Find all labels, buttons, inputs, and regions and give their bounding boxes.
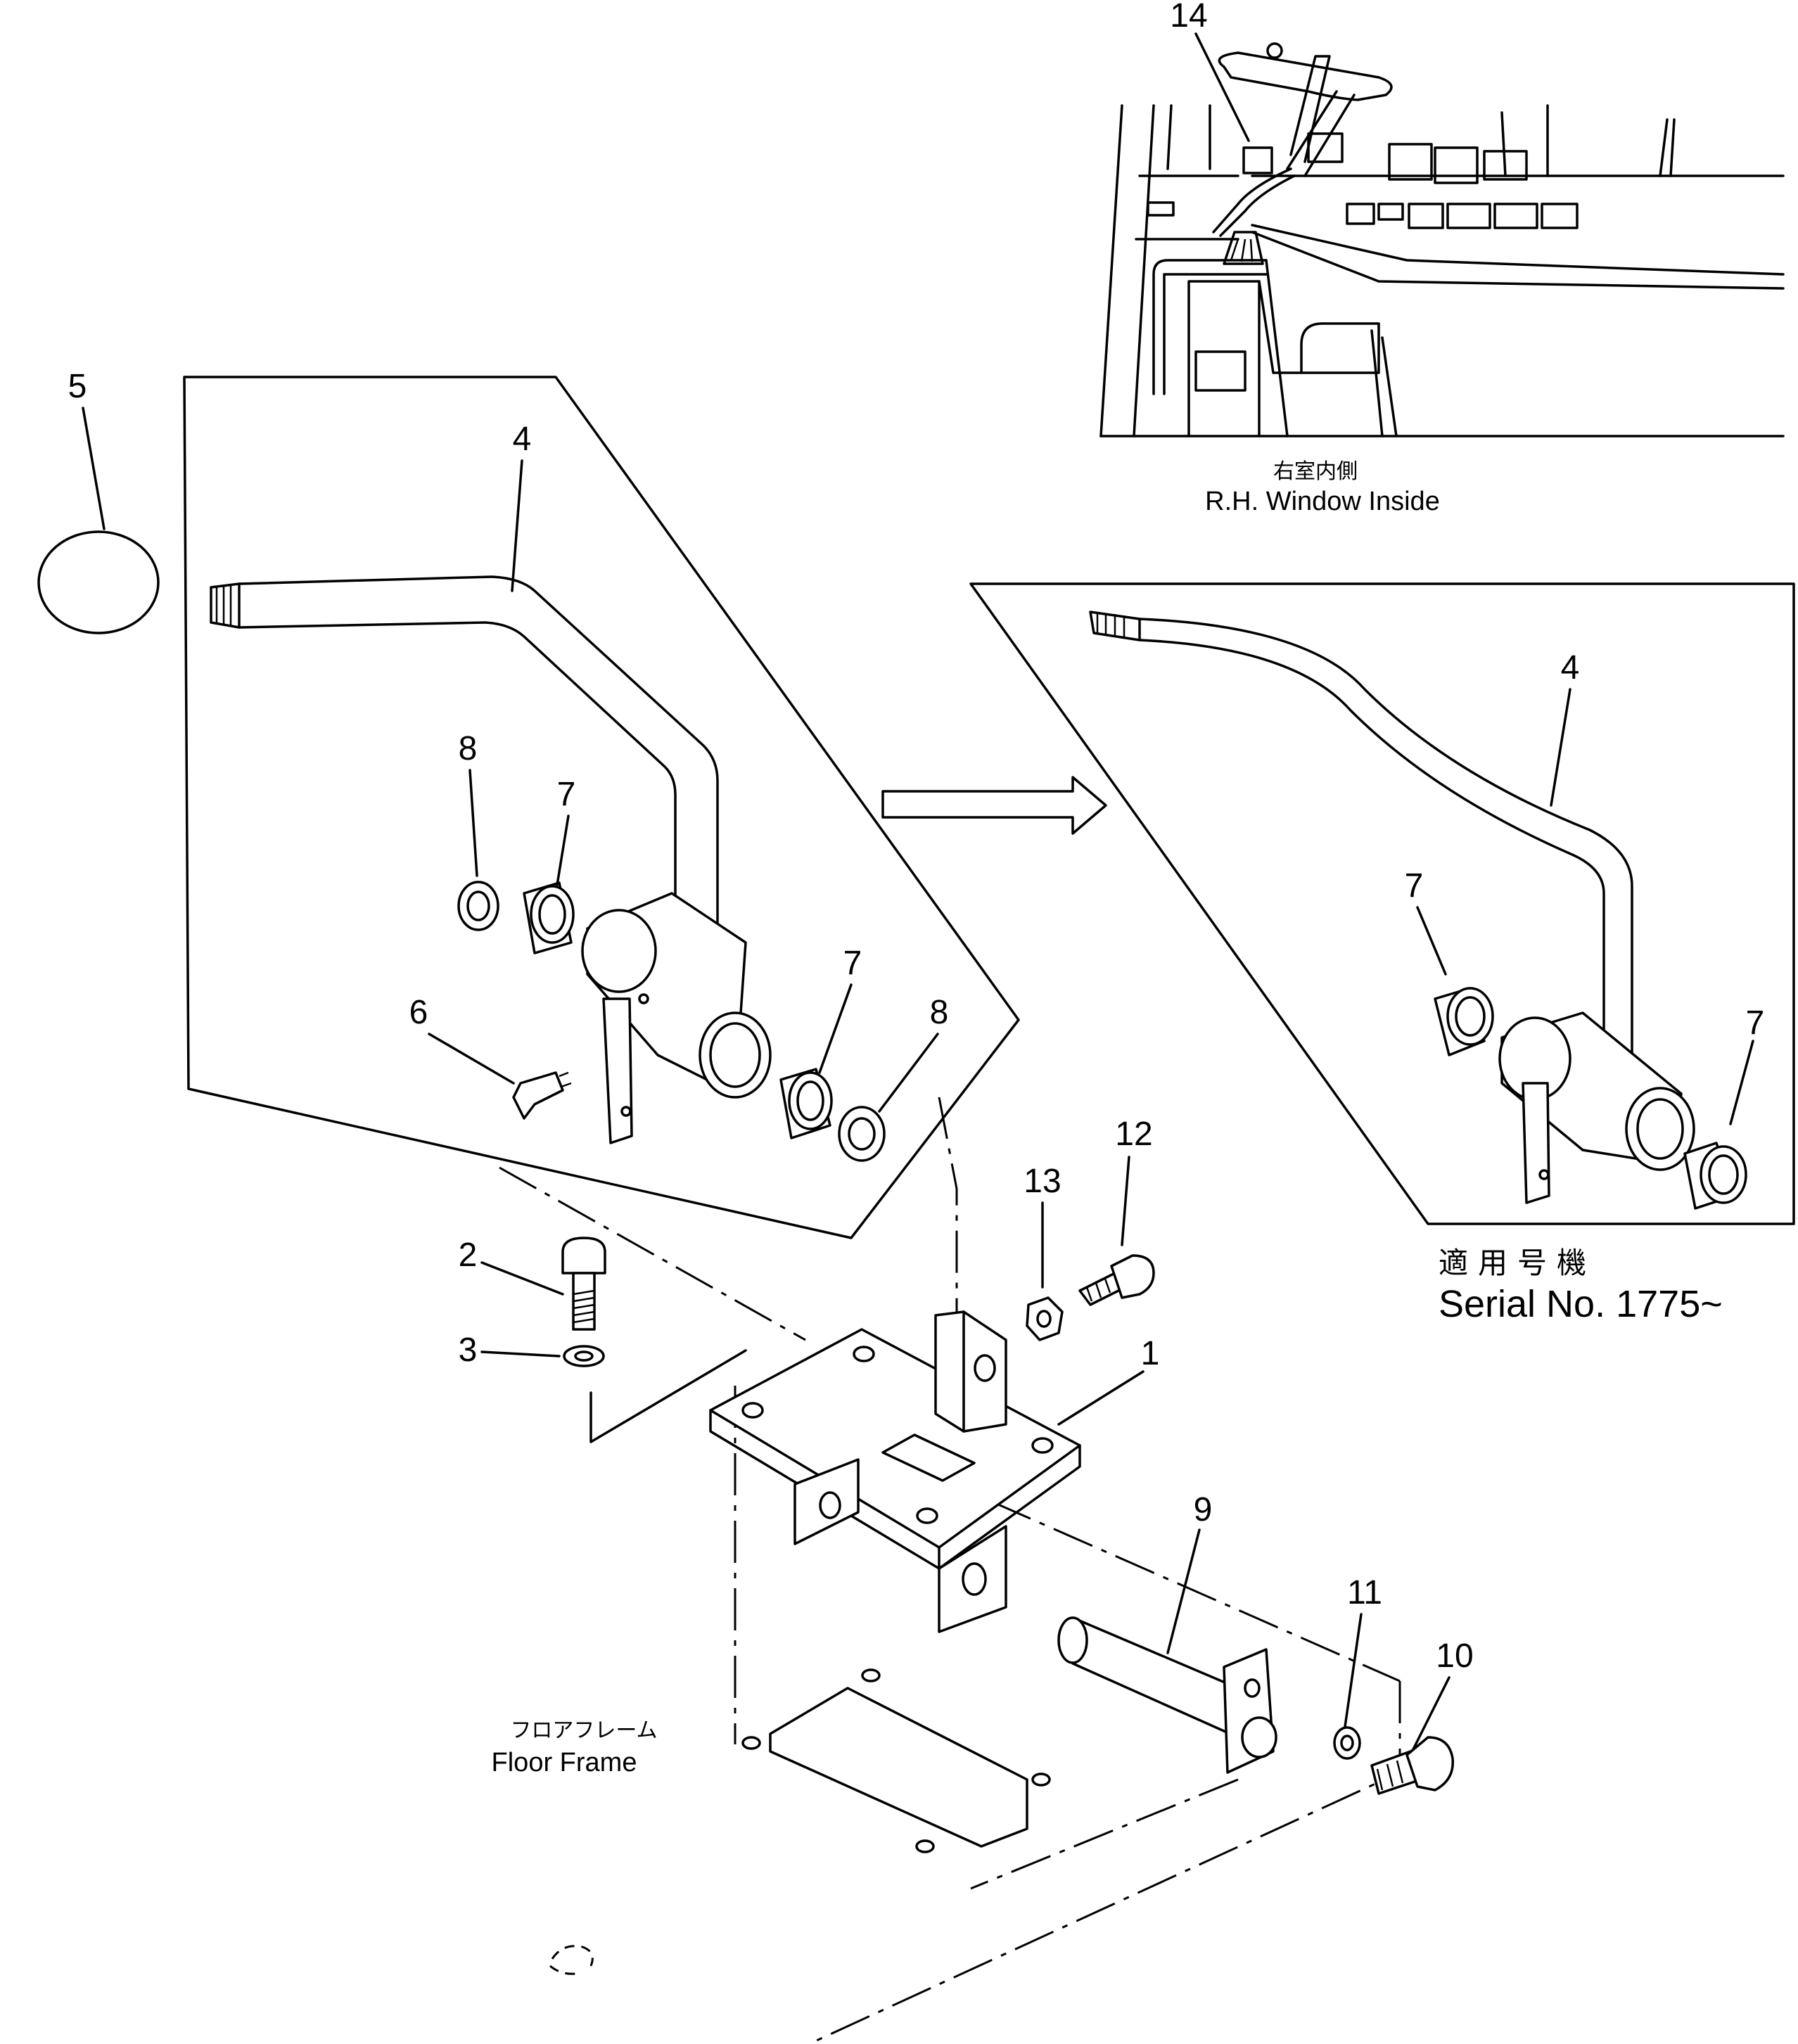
cab-caption-en: R.H. Window Inside (1205, 487, 1440, 516)
serial-label-en: Serial No. 1775~ (1439, 1283, 1723, 1325)
bracket-plate-part-1 (709, 1328, 1081, 1549)
callout-4a: 4 (513, 421, 532, 458)
washer-part-11 (1333, 1726, 1361, 1760)
callout-11: 11 (1347, 1574, 1382, 1611)
callout-2: 2 (459, 1237, 478, 1274)
callout-14: 14 (1170, 0, 1207, 34)
callout-7c: 7 (1405, 867, 1424, 905)
lever-detail-box: 5 4 8 7 6 7 (37, 368, 1020, 1239)
callout-12: 12 (1115, 1116, 1152, 1153)
bushing-part-7b (788, 1071, 833, 1130)
serial-inset: 4 7 7 適用号機 Serial No. 1775~ (969, 582, 1795, 1325)
grease-fitting-part-6 (512, 1071, 564, 1120)
floor-label-en: Floor Frame (492, 1748, 637, 1777)
bolt-part-2 (561, 1237, 606, 1275)
callout-13: 13 (1024, 1163, 1061, 1200)
nut-part-13 (1026, 1296, 1064, 1341)
callout-8a: 8 (459, 730, 478, 767)
callout-8b: 8 (930, 994, 949, 1031)
pin-part-9 (1071, 1616, 1239, 1739)
callout-4b: 4 (1561, 649, 1580, 686)
washer-part-8b (838, 1106, 886, 1162)
washer-part-8a (457, 881, 499, 931)
washer-part-3 (563, 1345, 605, 1367)
callout-10: 10 (1436, 1637, 1473, 1675)
bushing-part-7c (1446, 987, 1494, 1046)
callout-9: 9 (1194, 1491, 1213, 1528)
bushing-part-7d (1700, 1145, 1747, 1204)
floor-label-jp: フロアフレーム (510, 1719, 657, 1742)
serial-label-jp: 適用号機 (1439, 1246, 1596, 1279)
cab-interior-inset: 右室内側 R.H. Window Inside 14 (1099, 0, 1785, 516)
knob-part-5 (37, 530, 160, 634)
callout-7a: 7 (557, 776, 576, 813)
callout-5: 5 (68, 368, 87, 405)
callout-6: 6 (409, 994, 428, 1031)
cab-caption-jp: 右室内側 (1273, 460, 1358, 483)
bracket-assembly: 2 3 1 13 12 (459, 1097, 1474, 2044)
bushing-part-7a (530, 885, 575, 944)
callout-7b: 7 (843, 945, 862, 982)
callout-3: 3 (459, 1331, 478, 1369)
arrow-icon (881, 776, 1107, 835)
callout-7d: 7 (1746, 1004, 1765, 1042)
floor-frame: フロアフレーム Floor Frame (492, 1668, 1051, 1975)
callout-1: 1 (1141, 1335, 1160, 1372)
